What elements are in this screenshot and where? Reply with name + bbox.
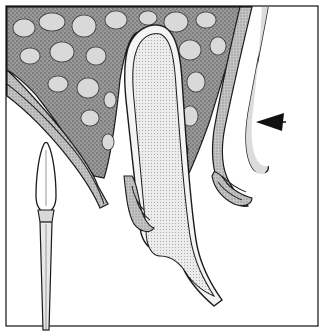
pointer-arrow — [256, 113, 286, 131]
probe-collar — [38, 210, 54, 222]
gingival-margin-right — [212, 172, 252, 206]
probe-instrument — [36, 143, 56, 331]
right-mucosa-fill — [246, 7, 268, 174]
